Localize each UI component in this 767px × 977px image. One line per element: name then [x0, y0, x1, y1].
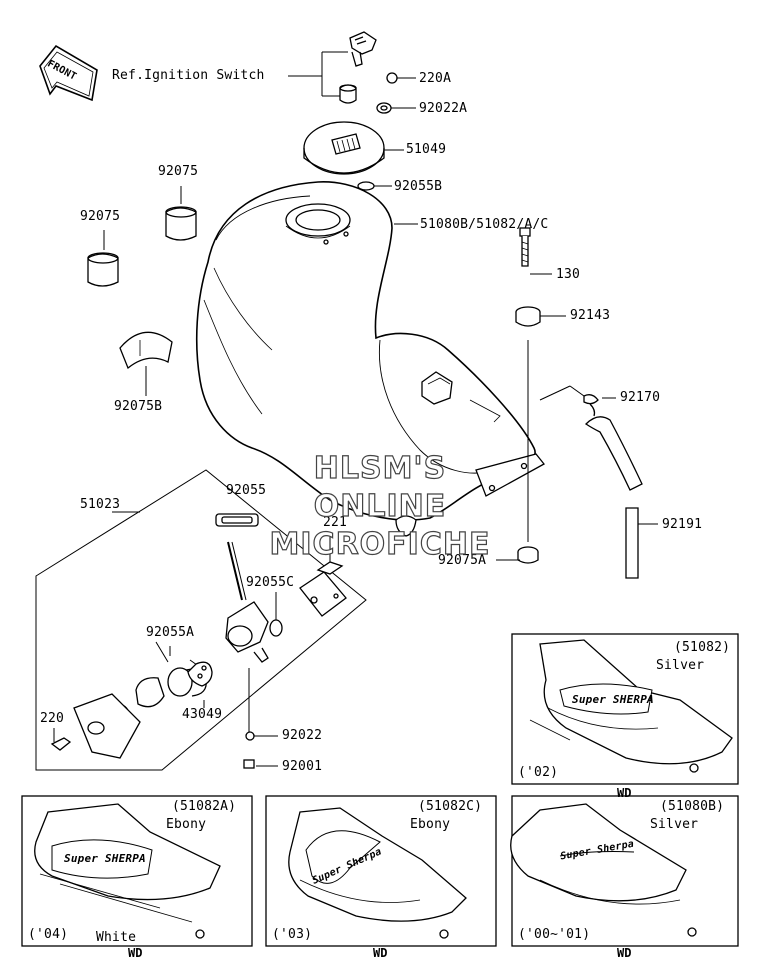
- variant-51082a-wd: WD: [128, 946, 143, 960]
- variant-51082-year: ('02): [518, 765, 559, 780]
- front-arrow-icon: [39, 44, 98, 102]
- part-92055-label: 92055: [226, 483, 267, 498]
- variant-panel-51082a: [21, 795, 253, 947]
- variant-51082-decal: Super SHERPA: [572, 693, 654, 706]
- part-220-label: 220: [40, 711, 65, 726]
- variant-51082c-color: Ebony: [410, 817, 451, 832]
- clip-92170-icon: [539, 385, 616, 417]
- watermark-line-1: HLSM'S: [313, 451, 447, 486]
- part-221-label: 221: [323, 515, 348, 530]
- variant-51082c-code: (51082C): [418, 799, 483, 814]
- part-92055c-label: 92055C: [246, 575, 295, 590]
- fuel-cap-icon: [303, 121, 404, 175]
- variant-51082c-wd: WD: [373, 946, 388, 960]
- part-92055a-label: 92055A: [146, 625, 195, 640]
- variant-51082-code: (51082): [674, 640, 731, 655]
- variant-51082c-year: ('03): [272, 927, 313, 942]
- part-51023-label: 51023: [80, 497, 121, 512]
- part-220a-label: 220A: [419, 71, 452, 86]
- part-92022a-label: 92022A: [419, 101, 468, 116]
- part-43049-label: 43049: [182, 707, 223, 722]
- hose-92191-icon: [584, 416, 658, 579]
- damper-pad-92075b-icon: [119, 331, 173, 370]
- fuel-tap-frame: [35, 469, 367, 771]
- variant-panel-51082: [511, 633, 739, 785]
- variant-51082-wd: WD: [617, 786, 632, 800]
- part-92191-label: 92191: [662, 517, 703, 532]
- variant-51082a-color: Ebony: [166, 817, 207, 832]
- variant-51082a-decal: Super SHERPA: [64, 852, 146, 865]
- bolt-220a-icon: [386, 72, 416, 84]
- part-92075-lower-label: 92075: [80, 209, 121, 224]
- damper-92075b-icon: [87, 252, 119, 287]
- fuel-tank-icon: [195, 181, 545, 537]
- part-92075b-label: 92075B: [114, 399, 163, 414]
- variant-51082a-code: (51082A): [172, 799, 237, 814]
- part-92143-label: 92143: [570, 308, 611, 323]
- part-92055b-label: 92055B: [394, 179, 443, 194]
- ignition-key-icon: [339, 31, 377, 104]
- part-51080-label: 51080B/51082/A/C: [420, 217, 549, 232]
- variant-panel-51082c: [265, 795, 497, 947]
- part-92001-label: 92001: [282, 759, 323, 774]
- part-51049-label: 51049: [406, 142, 447, 157]
- watermark-line-3: MICROFICHE: [269, 527, 491, 562]
- fuel-tap-icon: [50, 513, 347, 769]
- nut-92022a-icon: [376, 102, 416, 114]
- part-92075a-label: 92075A: [438, 553, 487, 568]
- collar-92143-icon: [515, 306, 566, 327]
- grommet-92075a-icon: [496, 546, 539, 564]
- variant-51082a-year: ('04): [28, 927, 69, 942]
- part-92170-label: 92170: [620, 390, 661, 405]
- damper-92075-icon: [165, 206, 197, 241]
- watermark-line-2: ONLINE: [313, 489, 447, 524]
- variant-51080b-code: (51080B): [660, 799, 725, 814]
- variant-51082a-extra: White: [96, 930, 137, 945]
- variant-51082-color: Silver: [656, 658, 705, 673]
- part-130-label: 130: [556, 267, 581, 282]
- variant-51080b-color: Silver: [650, 817, 699, 832]
- ref-ignition-switch-label: Ref.Ignition Switch: [112, 68, 265, 83]
- variant-51080b-year: ('00~'01): [518, 927, 591, 942]
- part-92075-upper-label: 92075: [158, 164, 199, 179]
- variant-panel-51080b: [510, 795, 739, 947]
- variant-51080b-wd: WD: [617, 946, 632, 960]
- o-ring-92055b-icon: [357, 181, 392, 191]
- part-92022-label: 92022: [282, 728, 323, 743]
- bolt-130-icon: [519, 227, 552, 275]
